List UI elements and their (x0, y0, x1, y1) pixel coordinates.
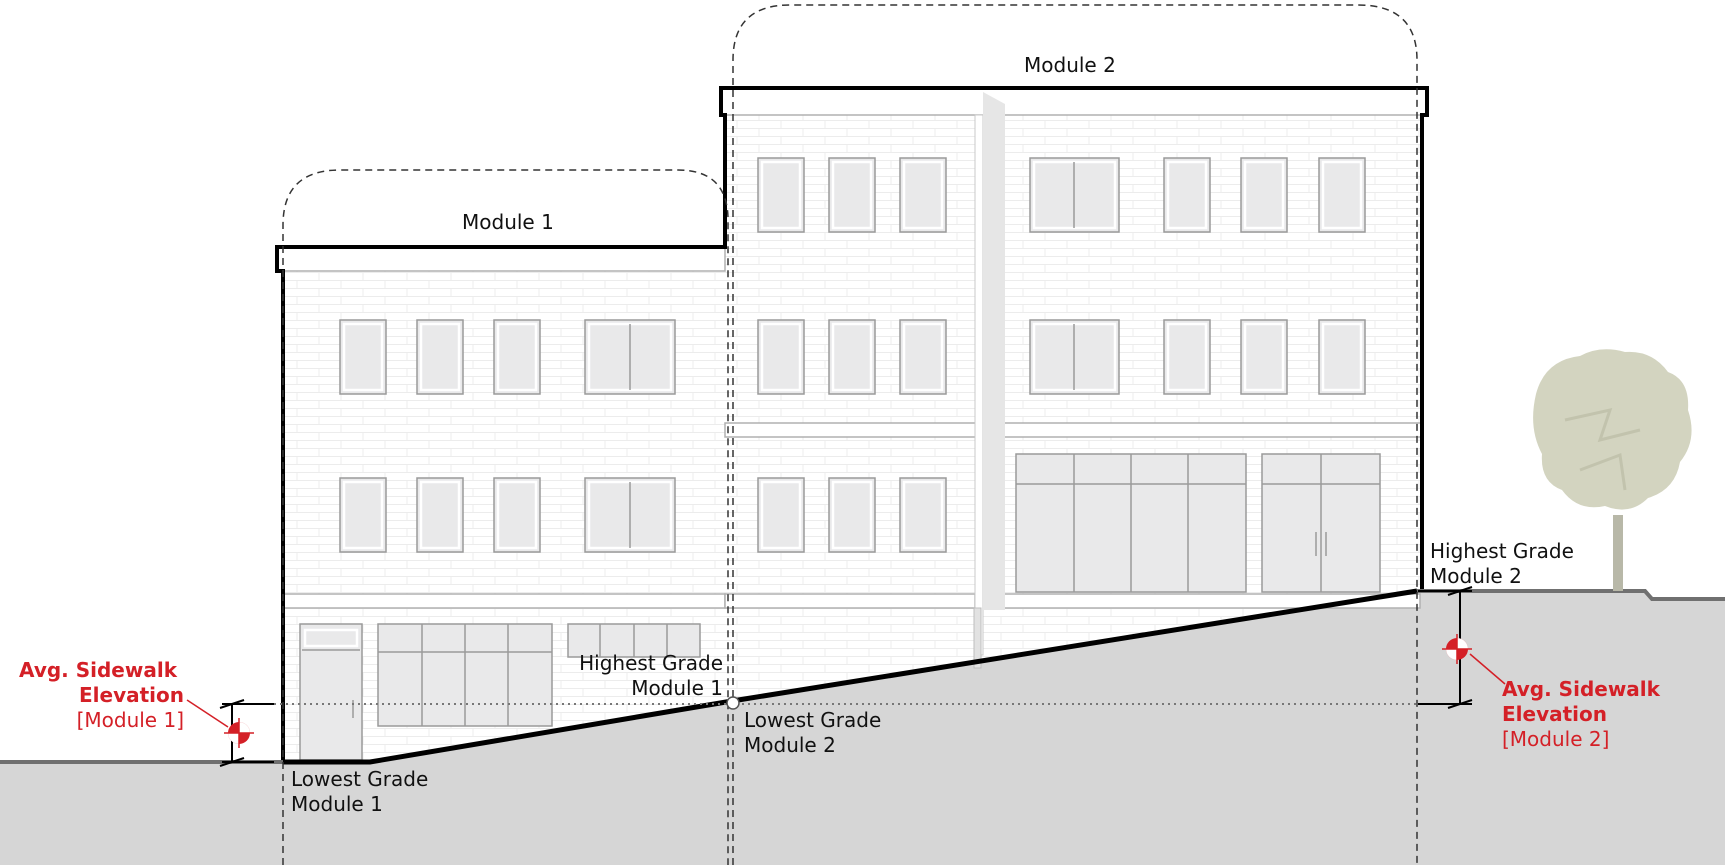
lowest-grade-module-2-label: Lowest Grade (744, 708, 881, 732)
module-2-windows (757, 157, 1381, 593)
avg-sidewalk-module-2-tag: [Module 2] (1502, 727, 1609, 751)
leader-line-right (1469, 653, 1506, 685)
module-1-floor-band (282, 593, 726, 609)
module-1-label: Module 1 (462, 210, 554, 234)
highest-grade-module-1-sublabel: Module 1 (631, 676, 723, 700)
grade-line (283, 588, 1418, 765)
elevation-datum-icon (1442, 634, 1472, 664)
module-2-label: Module 2 (1024, 53, 1116, 77)
pilaster (974, 114, 984, 656)
building-outline (275, 86, 1429, 762)
module-2-floor-band-upper (724, 422, 1423, 438)
module-1-envelope (282, 169, 729, 865)
highest-grade-module-2-sublabel: Module 2 (1430, 564, 1522, 588)
grade-point-marker (726, 696, 740, 710)
downspout (973, 607, 982, 669)
entry-door (299, 623, 363, 761)
avg-sidewalk-module-2-elevation: Elevation (1502, 702, 1607, 726)
lowest-grade-module-2-sublabel: Module 2 (744, 733, 836, 757)
highest-grade-module-1-label: Highest Grade (579, 651, 723, 675)
avg-sidewalk-module-2-label: Avg. Sidewalk (1502, 677, 1661, 701)
lowest-grade-module-1-sublabel: Module 1 (291, 792, 383, 816)
pilaster-shadow (983, 92, 1005, 610)
avg-sidewalk-module-1-tag: [Module 1] (77, 708, 184, 732)
avg-sidewalk-module-1-elevation: Elevation (79, 683, 184, 707)
elevation-datum-icon (224, 718, 254, 748)
module-1-ground-floor (299, 623, 701, 761)
module-1-cornice (276, 246, 726, 272)
module-2-cornice (720, 87, 1428, 116)
tree-icon (1533, 349, 1692, 591)
lowest-grade-module-1-label: Lowest Grade (291, 767, 428, 791)
module-2-floor-band-lower (724, 593, 976, 609)
ground-under-building (370, 591, 1425, 865)
highest-grade-module-2-label: Highest Grade (1430, 539, 1574, 563)
module-1-windows (339, 319, 676, 553)
avg-sidewalk-module-1-label: Avg. Sidewalk (19, 658, 178, 682)
module-2-envelope (732, 4, 1418, 865)
sidewalk-grade-right (1417, 589, 1725, 601)
leader-line-left (186, 699, 229, 728)
